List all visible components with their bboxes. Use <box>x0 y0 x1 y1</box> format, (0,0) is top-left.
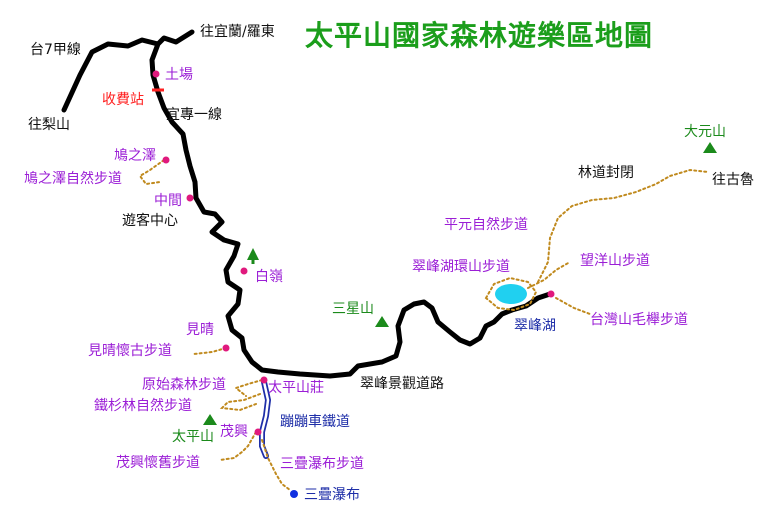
label-taipingshan-villa: 太平山莊 <box>268 380 324 396</box>
label-jiuzhize-trail: 鳩之澤自然步道 <box>24 170 122 187</box>
label-cuifeng-lake-trail: 翠峰湖環山步道 <box>412 259 510 275</box>
taipingshan-peak-icon <box>203 414 217 425</box>
primeval-trail-path <box>233 379 263 397</box>
label-bengbeng-railway: 蹦蹦車鐵道 <box>280 413 350 430</box>
label-tollgate: 收費站 <box>102 92 144 108</box>
label-zhongjian: 中間 <box>154 193 182 209</box>
label-tieshanlin-trail: 鐵杉林自然步道 <box>94 397 192 414</box>
label-to-lishan: 往梨山 <box>28 117 70 133</box>
cuifeng-lake-loop-path <box>484 276 538 312</box>
beech-trail-path <box>555 297 591 315</box>
maoxing-trail-path <box>219 431 257 461</box>
main-road <box>61 29 553 379</box>
label-cuifeng-road: 翠峰景觀道路 <box>360 376 444 392</box>
label-maoxing-trail: 茂興懷舊步道 <box>116 454 200 471</box>
jianqing-dot <box>222 344 230 352</box>
label-to-yilan-luodong: 往宜蘭/羅東 <box>200 24 275 40</box>
jiuzhize-dot <box>162 156 170 164</box>
label-wangyangshan-trail: 望洋山步道 <box>580 253 650 269</box>
label-road-closed: 林道封閉 <box>578 165 634 181</box>
label-sanxingshan: 三星山 <box>332 301 374 317</box>
label-jiuzhize: 鳩之澤 <box>114 148 156 164</box>
map-title: 太平山國家森林遊樂區地圖 <box>305 19 653 52</box>
sandie-trail-path <box>261 439 291 491</box>
label-beech-trail: 台灣山毛櫸步道 <box>590 312 688 328</box>
tieshanlin-trail-path <box>219 393 261 412</box>
label-cuifeng-lake: 翠峰湖 <box>514 318 556 334</box>
label-jianqing: 見晴 <box>186 322 214 338</box>
bailing-peak-icon <box>247 248 259 260</box>
cuifeng-end-dot <box>547 290 555 298</box>
label-visitor-center: 遊客中心 <box>122 212 178 229</box>
cuifeng-lake-water <box>495 284 527 304</box>
sanxingshan-peak-icon <box>375 316 389 327</box>
pingyuan-trail-path <box>537 168 709 283</box>
label-primeval-trail: 原始森林步道 <box>142 377 226 393</box>
label-bailing: 白嶺 <box>255 269 283 285</box>
jiuzhize-trail-path <box>138 159 165 186</box>
label-dayuanshan: 大元山 <box>684 124 726 140</box>
label-yizhuan-line: 宜專一線 <box>166 107 222 123</box>
label-maoxing: 茂興 <box>220 423 248 440</box>
label-route-7a: 台7甲線 <box>30 42 81 58</box>
wangyang-trail-path <box>527 261 571 289</box>
sandie-waterfall-dot <box>290 490 298 498</box>
bailing-dot <box>240 267 248 275</box>
zhongjian-dot <box>186 194 194 202</box>
maoxing-dot <box>254 428 262 436</box>
label-jianqing-trail: 見晴懷古步道 <box>88 343 172 359</box>
dayuanshan-peak-icon <box>703 142 717 153</box>
label-to-gulu: 往古魯 <box>712 172 754 188</box>
taipingshan-villa-dot <box>260 376 268 384</box>
label-sandie-trail: 三疊瀑布步道 <box>280 456 364 472</box>
label-tuchang: 土場 <box>165 67 193 83</box>
tuchang-dot <box>152 70 160 78</box>
label-pingyuan-trail: 平元自然步道 <box>444 216 528 233</box>
label-taipingshan-peak: 太平山 <box>172 429 214 445</box>
jianqing-trail-path <box>193 347 227 355</box>
label-sandie-waterfall: 三疊瀑布 <box>304 487 360 503</box>
